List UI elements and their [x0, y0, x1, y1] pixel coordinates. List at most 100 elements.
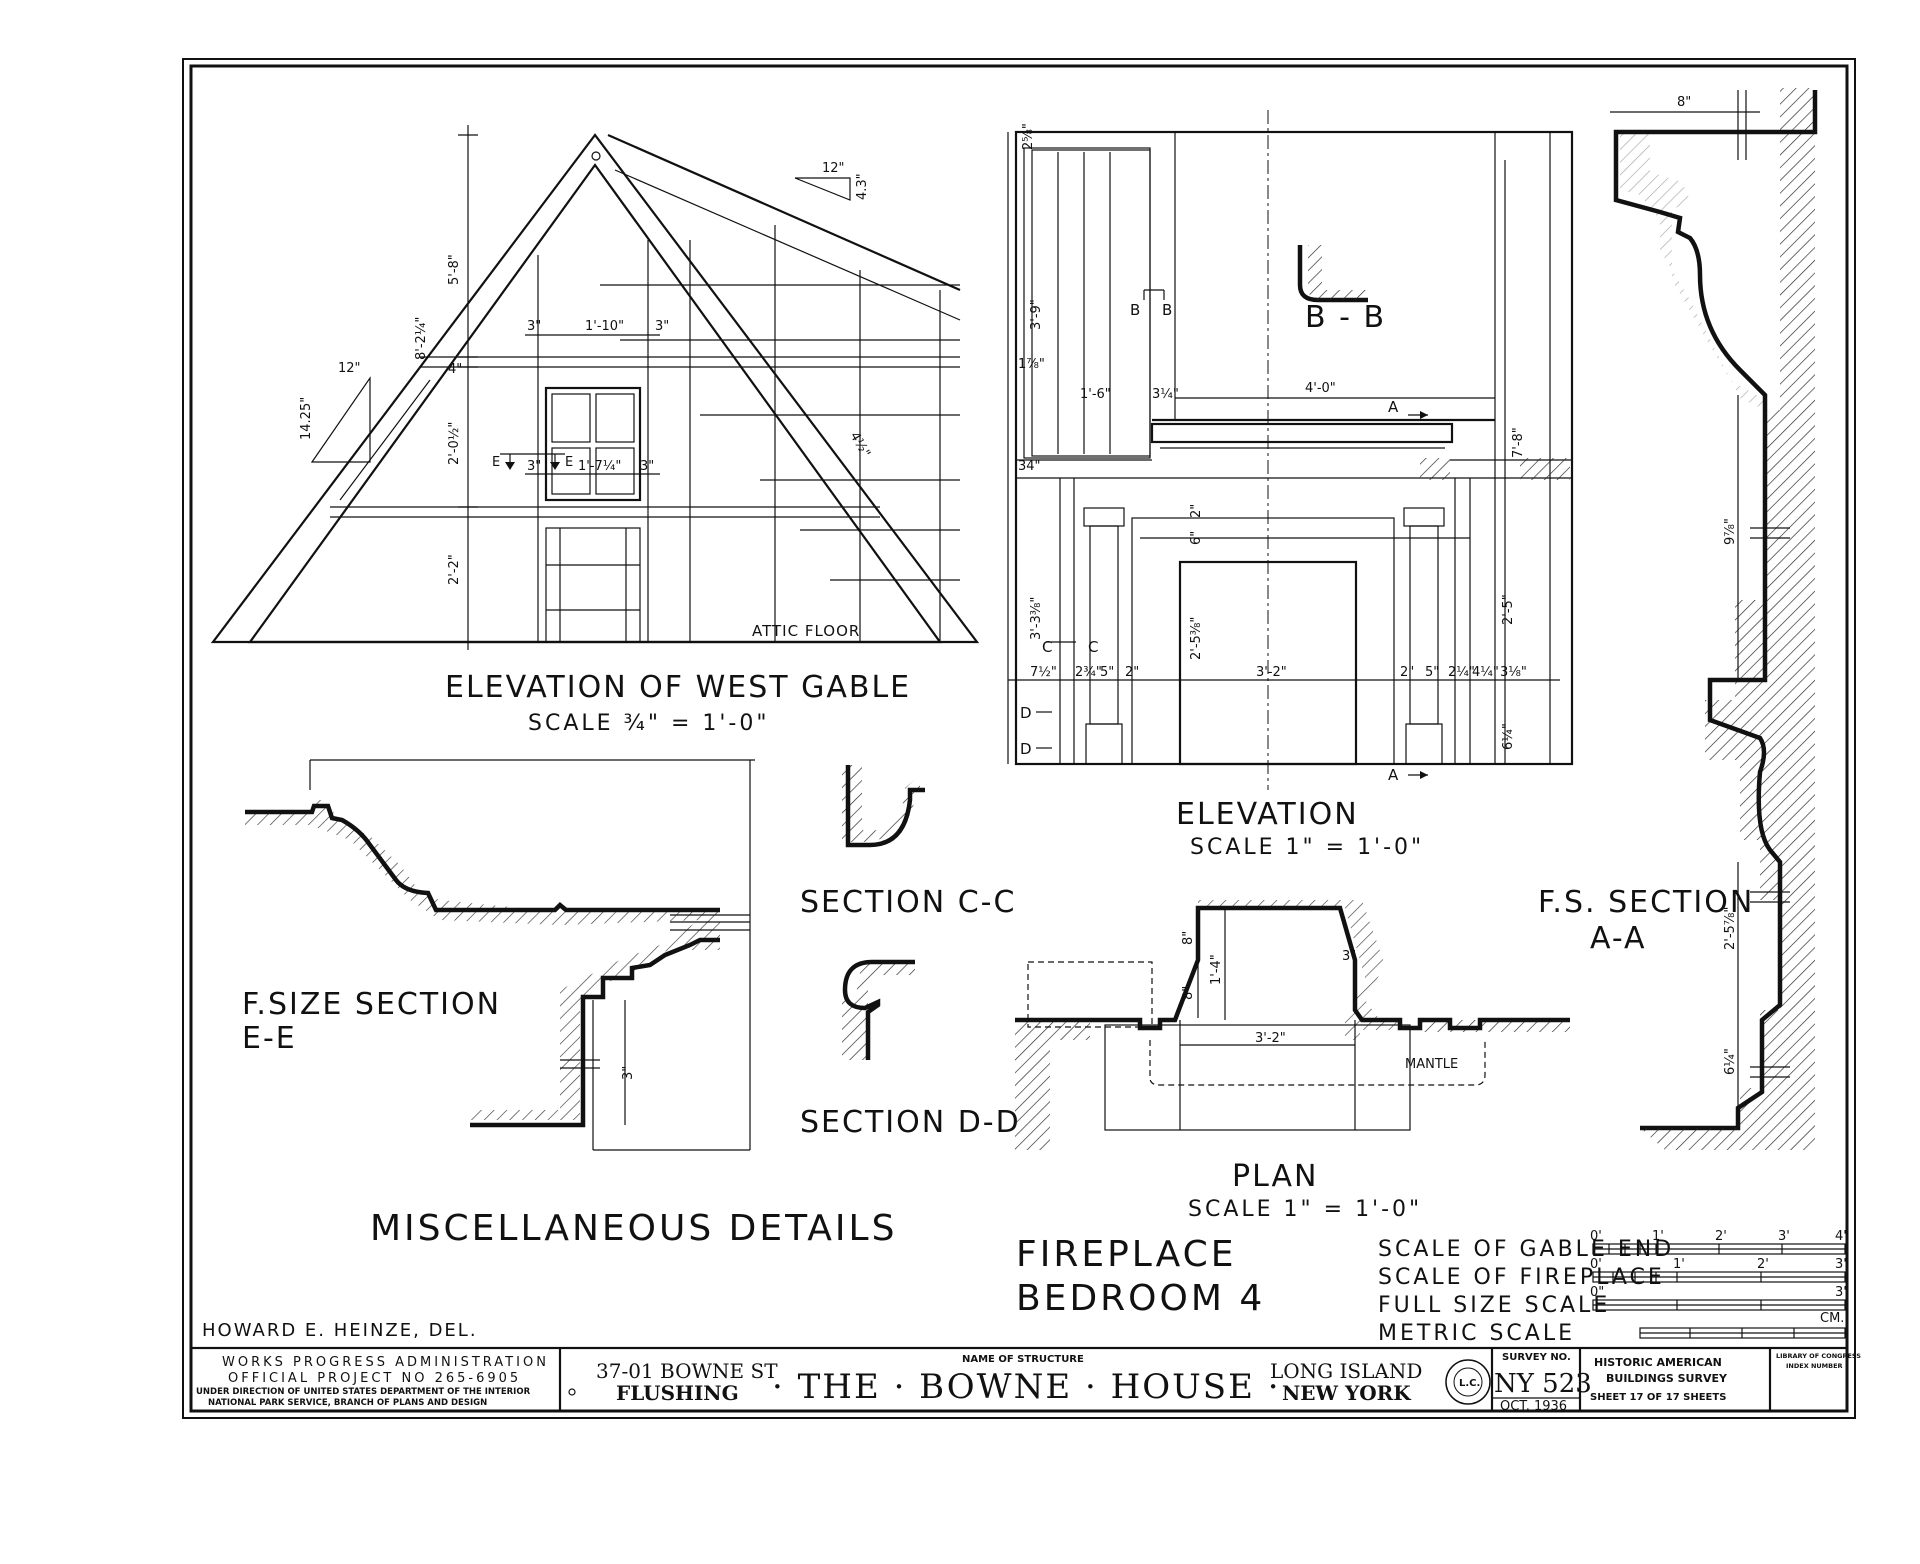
- gable-dim-small: 4": [448, 362, 462, 377]
- name-of-structure-label: NAME OF STRUCTURE: [962, 1354, 1084, 1365]
- gable-dim-margin-left: 3": [527, 319, 541, 334]
- section-ee-title: F.SIZE SECTION: [242, 987, 501, 1022]
- survey-number: NY 523: [1494, 1369, 1592, 1399]
- fp-dim-left-2: 2¾": [1075, 665, 1102, 680]
- gable-dim-sash-right: 3": [640, 459, 654, 474]
- gable-pitch-rise: 14.25": [299, 397, 314, 440]
- fire-tick-3: 3': [1835, 1257, 1847, 1272]
- fp-dim-right-lower: 6¼": [1501, 723, 1516, 750]
- fp-dim-side-34: 34": [1018, 459, 1041, 474]
- fp-dim-panel-height: 3'-9": [1029, 299, 1044, 330]
- aa-dim-bottom: 6¼": [1723, 1048, 1738, 1075]
- habs-line1: HISTORIC AMERICAN: [1594, 1356, 1722, 1369]
- fire-tick-2: 2': [1757, 1257, 1769, 1272]
- misc-details-title: MISCELLANEOUS DETAILS: [370, 1208, 897, 1249]
- plan-dim-lower: 8": [1181, 986, 1196, 1000]
- fp-dim-right-5: 3⅛": [1500, 665, 1527, 680]
- marker-b-right: B: [1162, 301, 1173, 319]
- section-dd: SECTION D-D: [800, 959, 1021, 1140]
- wpa-line1: WORKS PROGRESS ADMINISTRATION: [222, 1355, 549, 1370]
- marker-b-left: B: [1130, 301, 1141, 319]
- fireplace-plan: 3'-2" 1'-4" 8" 8" 3" MANTLE PLAN SCALE 1…: [1015, 900, 1570, 1222]
- fp-dim-right-top: 7'-8": [1511, 427, 1526, 458]
- marker-c-right: C: [1088, 638, 1099, 656]
- marker-c-left: C: [1042, 638, 1053, 656]
- delineator: HOWARD E. HEINZE, DEL.: [202, 1320, 478, 1341]
- aa-dim-top: 8": [1677, 95, 1691, 110]
- seal-icon: [1445, 1359, 1491, 1405]
- gable-dim-mid: 2'-0½": [447, 422, 462, 465]
- gable-dim-sash-left: 3": [527, 459, 541, 474]
- fire-tick-1: 1': [1673, 1257, 1685, 1272]
- fireplace-title: FIREPLACE: [1016, 1234, 1237, 1275]
- loc-line2: INDEX NUMBER: [1786, 1362, 1843, 1370]
- fp-dim-lower-height: 3'-3⅜": [1029, 597, 1044, 640]
- fp-dim-left-1: 7½": [1030, 665, 1057, 680]
- title-block: WORKS PROGRESS ADMINISTRATION OFFICIAL P…: [189, 1346, 1861, 1414]
- plan-dim-width: 3'-2": [1255, 1031, 1286, 1046]
- plan-scale: SCALE 1" = 1'-0": [1188, 1197, 1422, 1222]
- plan-dim-splay: 8": [1181, 931, 1196, 945]
- aa-dim-mid: 9⅞": [1723, 518, 1738, 545]
- bb-label: B - B: [1305, 300, 1386, 335]
- location-line2: NEW YORK: [1282, 1381, 1411, 1405]
- survey-date: OCT. 1936: [1500, 1399, 1567, 1414]
- seal-text: L.C.: [1459, 1378, 1480, 1389]
- gable-tick-3: 3': [1778, 1229, 1790, 1244]
- habs-line2: BUILDINGS SURVEY: [1606, 1372, 1728, 1385]
- plan-mantle-label: MANTLE: [1405, 1057, 1458, 1072]
- fp-dim-mantel-width: 4'-0": [1305, 381, 1336, 396]
- gable-tick-4: 4': [1835, 1229, 1847, 1244]
- full-tick-1: 3": [1835, 1285, 1849, 1300]
- gable-dim-window-width: 1'-10": [585, 319, 624, 334]
- section-aa: 8" 9⅞" 2'-5⅞" 6¼" F.S. SECTION A-A: [1538, 88, 1818, 1150]
- gable-dim-bottom: 2'-2": [447, 554, 462, 585]
- fp-dim-small-a: 1⅞": [1018, 357, 1045, 372]
- gable-dim-diag: 4½": [847, 430, 873, 461]
- fp-dim-top: 2⅝": [1021, 123, 1036, 150]
- marker-d-bottom: D: [1020, 740, 1033, 758]
- fp-dim-left-4: 2": [1125, 665, 1139, 680]
- gable-dim-sash-mid: 1'-7¼": [578, 459, 621, 474]
- gable-pitch-run: 12": [338, 361, 361, 376]
- gable-dim-margin-right: 3": [655, 319, 669, 334]
- fp-dim-panel-width: 1'-6": [1080, 387, 1111, 402]
- marker-a-bottom: A: [1388, 766, 1399, 784]
- fp-dim-opening-width: 3'-2": [1256, 665, 1287, 680]
- gable-tick-2: 2': [1715, 1229, 1727, 1244]
- marker-a-top: A: [1388, 398, 1399, 416]
- loc-line1: LIBRARY OF CONGRESS: [1776, 1352, 1861, 1360]
- scale-bars: SCALE OF GABLE END SCALE OF FIREPLACE FU…: [1378, 1229, 1849, 1346]
- gable-elevation: 8'-2¼" 5'-8" 2'-0½" 2'-2" 4" 1'-10" 3" 3…: [210, 125, 980, 736]
- gable-section-marker-right: E: [565, 455, 573, 470]
- scale-full-label: FULL SIZE SCALE: [1378, 1293, 1610, 1318]
- fp-dim-right-4: 4¼": [1472, 665, 1499, 680]
- fp-dim-right-height: 2'-5": [1501, 594, 1516, 625]
- address-line1: 37-01 BOWNE ST: [596, 1359, 778, 1383]
- plan-dim-depth: 1'-4": [1209, 954, 1224, 985]
- fp-dim-right-2: 5": [1425, 665, 1439, 680]
- address-line2: FLUSHING: [616, 1381, 739, 1405]
- gable-section-marker-left: E: [492, 455, 500, 470]
- ee-dim: 3": [621, 1066, 636, 1080]
- fireplace-elevation-title: ELEVATION: [1176, 797, 1359, 832]
- fp-dim-left-3: 5": [1100, 665, 1114, 680]
- marker-d-top: D: [1020, 704, 1033, 722]
- section-aa-title: F.S. SECTION: [1538, 885, 1754, 920]
- section-dd-title: SECTION D-D: [800, 1105, 1021, 1140]
- survey-label: SURVEY NO.: [1502, 1352, 1571, 1363]
- fireplace-elevation-scale: SCALE 1" = 1'-0": [1190, 835, 1424, 860]
- fp-dim-opening-top: 6": [1189, 531, 1204, 545]
- location-line1: LONG ISLAND: [1270, 1359, 1422, 1383]
- structure-name: · THE · BOWNE · HOUSE ·: [772, 1367, 1281, 1407]
- full-tick-0: 0": [1590, 1285, 1604, 1300]
- fp-dim-right-1: 2": [1400, 665, 1414, 680]
- gable-dim-top: 5'-8": [447, 254, 462, 285]
- scale-metric-label: METRIC SCALE: [1378, 1321, 1575, 1346]
- fp-dim-right-3: 2¼": [1448, 665, 1475, 680]
- gable-dim-total: 8'-2¼": [414, 317, 429, 360]
- fp-dim-opening-height: 2'-5⅜": [1189, 617, 1204, 660]
- gable-title: ELEVATION OF WEST GABLE: [445, 670, 911, 705]
- section-cc-title: SECTION C-C: [800, 885, 1016, 920]
- fire-tick-0: 0': [1590, 1257, 1602, 1272]
